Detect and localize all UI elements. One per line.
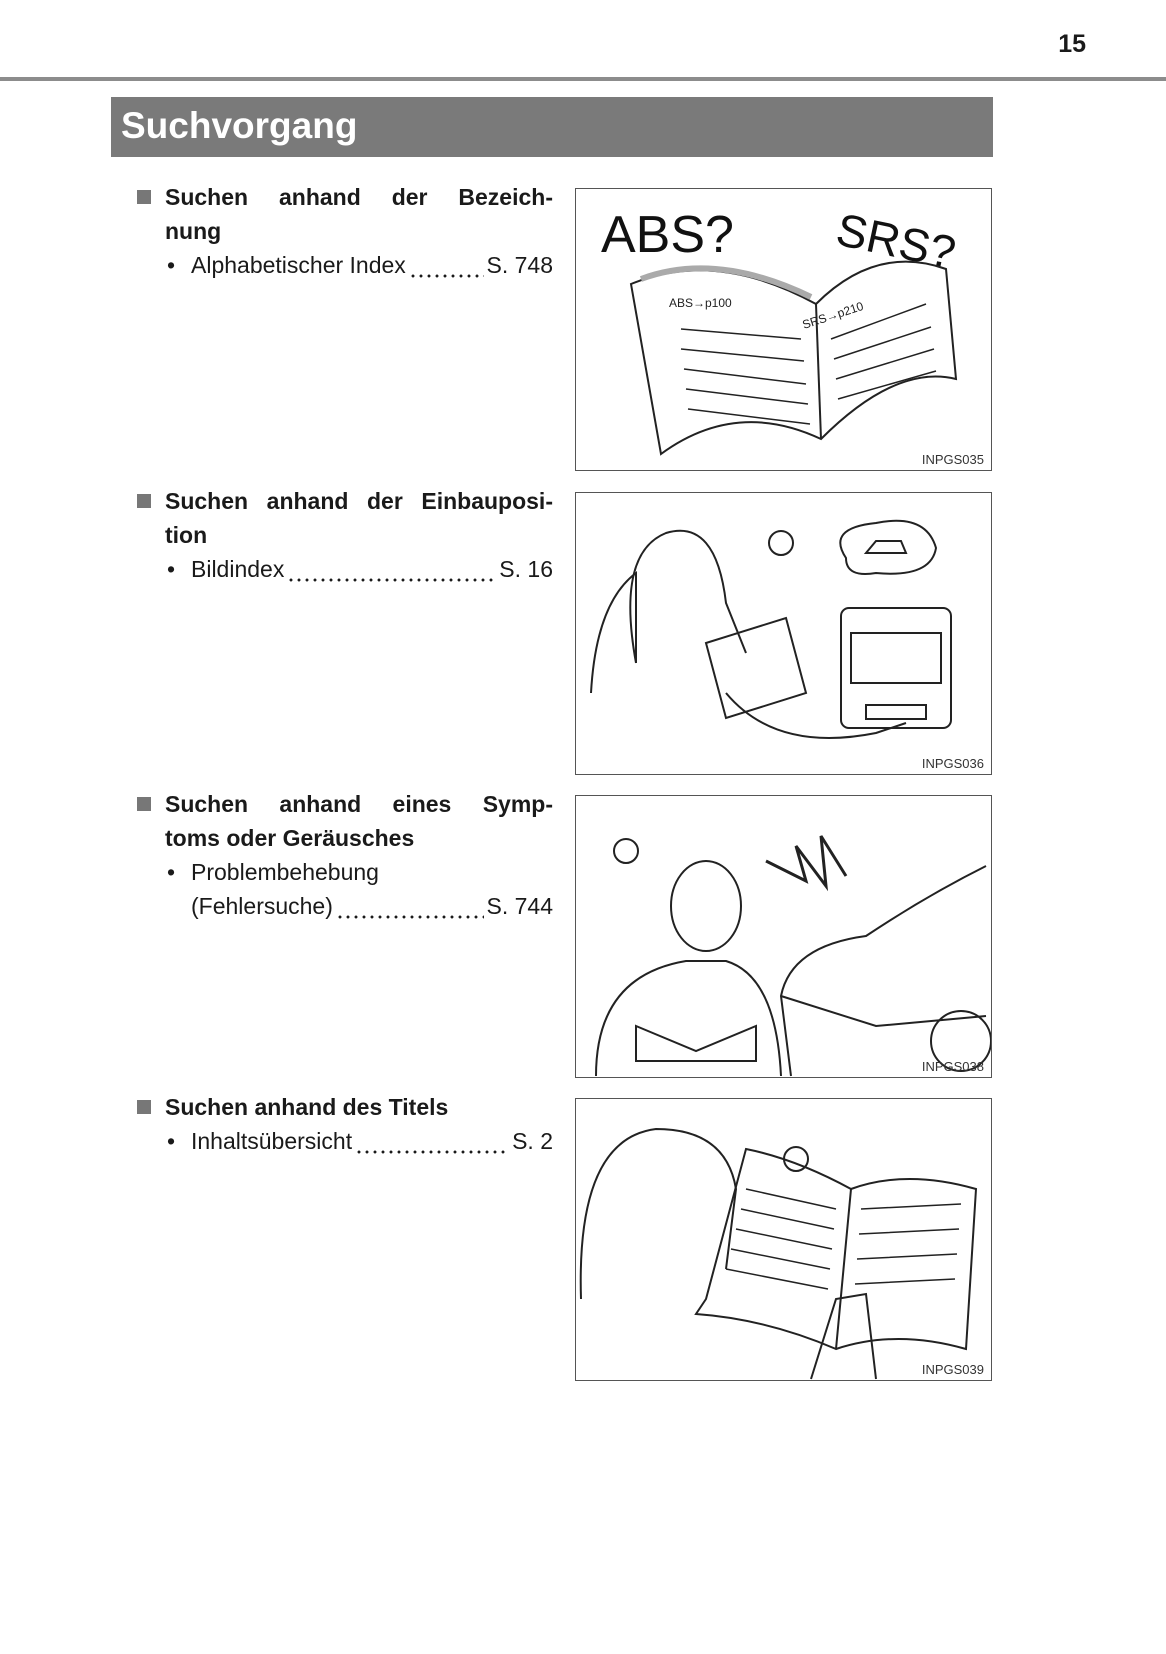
figure-code: INPGS039 — [921, 1362, 984, 1377]
entry-label: Alphabetischer Index — [191, 252, 406, 278]
header-rule — [0, 77, 1166, 81]
heading-line: nung — [165, 218, 222, 244]
heading-line: Suchen anhand der Bezeich- — [165, 184, 553, 210]
srs-index-entry: SRS→p210 — [801, 299, 866, 332]
figure-code: INPGS036 — [921, 756, 984, 771]
car-outline — [779, 865, 987, 1077]
thought-bubble — [839, 519, 938, 575]
square-bullet-icon — [137, 494, 151, 508]
audio-button — [865, 704, 927, 720]
index-entry[interactable]: • Alphabetischer Index S. 748 — [167, 248, 553, 282]
bullet-icon: • — [167, 1128, 176, 1154]
car-wheel — [930, 1010, 991, 1072]
search-by-position-section: Suchen anhand der Einbauposi-tion • Bild… — [137, 484, 553, 586]
search-by-title-section: Suchen anhand des Titels • Inhaltsübersi… — [137, 1090, 553, 1158]
noise-lightning-icon — [765, 835, 848, 892]
square-bullet-icon — [137, 797, 151, 811]
page-number: 15 — [1058, 30, 1086, 58]
reader-head — [579, 1127, 738, 1300]
square-bullet-icon — [137, 1100, 151, 1114]
dot-leader — [335, 889, 484, 923]
search-by-symptom-section: Suchen anhand eines Symp-toms oder Geräu… — [137, 787, 553, 923]
open-book — [635, 1024, 757, 1062]
bullet-icon: • — [167, 556, 176, 582]
entry-page-ref[interactable]: S. 2 — [512, 1128, 553, 1154]
abs-label: ABS? — [601, 206, 734, 264]
entry-page-ref[interactable]: S. 748 — [486, 252, 554, 278]
lightbulb-icon — [768, 530, 794, 556]
square-bullet-icon — [137, 190, 151, 204]
index-entry[interactable]: • Problembehebung (Fehlersuche) S. 744 — [167, 855, 553, 923]
figure-code: INPGS038 — [921, 1059, 984, 1074]
car-icon — [863, 540, 908, 554]
section-title-bar: Suchvorgang — [111, 97, 993, 157]
lightbulb-icon — [613, 838, 639, 864]
illustration-car-noise: INPGS038 — [575, 795, 992, 1078]
entry-label: (Fehlersuche) — [191, 893, 333, 919]
index-entry[interactable]: • Bildindex S. 16 — [167, 552, 553, 586]
search-by-name-section: Suchen anhand der Bezeich-nung • Alphabe… — [137, 180, 553, 282]
dot-leader — [408, 248, 484, 282]
entry-page-ref[interactable]: S. 744 — [486, 893, 554, 919]
driver-head — [629, 529, 747, 664]
person-body — [595, 960, 782, 1077]
section-title: Suchvorgang — [121, 105, 358, 146]
heading-line: toms oder Geräusches — [165, 825, 415, 851]
lightbulb-icon — [783, 1146, 809, 1172]
abs-index-entry: ABS→p100 — [669, 296, 732, 310]
entry-page-ref[interactable]: S. 16 — [499, 556, 553, 582]
arm — [725, 692, 907, 739]
figure-code: INPGS035 — [921, 452, 984, 467]
bullet-icon: • — [167, 252, 176, 278]
illustration-reading-contents: INPGS039 — [575, 1098, 992, 1381]
person-head — [670, 860, 742, 952]
page-lines — [725, 1188, 962, 1290]
open-book — [694, 1147, 978, 1351]
heading-line: tion — [165, 522, 208, 548]
illustration-driver-reading-manual: INPGS036 — [575, 492, 992, 775]
bullet-icon: • — [167, 859, 176, 885]
entry-label: Problembehebung — [191, 859, 379, 885]
heading-line: Suchen anhand eines Symp- — [165, 791, 553, 817]
entry-label: Bildindex — [191, 556, 285, 582]
heading-line: Suchen anhand des Titels — [165, 1094, 449, 1120]
dot-leader — [355, 1124, 510, 1158]
seat — [590, 570, 637, 694]
pointing-hand — [810, 1292, 877, 1380]
index-entry[interactable]: • Inhaltsübersicht S. 2 — [167, 1124, 553, 1158]
entry-label: Inhaltsübersicht — [191, 1128, 353, 1154]
dot-leader — [287, 552, 497, 586]
heading-line: Suchen anhand der Einbauposi- — [165, 488, 553, 514]
page-lines — [680, 303, 937, 425]
dashboard-panel — [840, 607, 952, 729]
illustration-open-manual-abs-srs: ABS? SRS? ABS→p100 SRS→p210 INPGS035 — [575, 188, 992, 471]
manual-book — [704, 616, 808, 720]
